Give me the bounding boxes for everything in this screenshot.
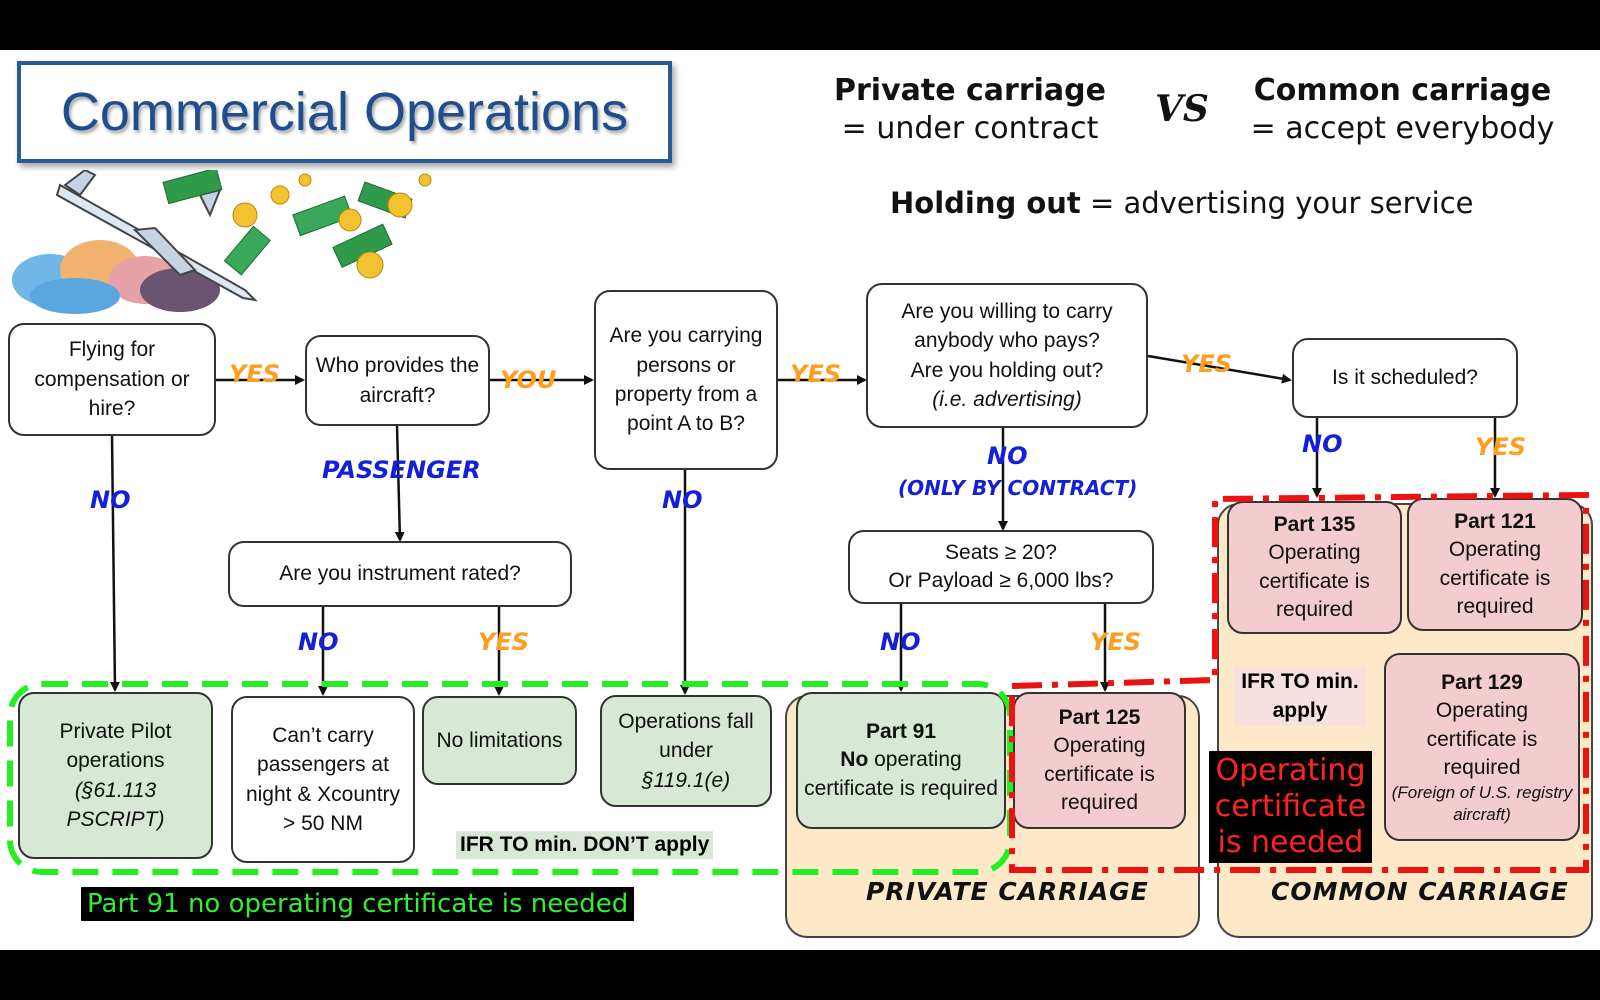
op-cert-needed-note: Operating certificate is needed <box>1209 751 1372 863</box>
question-holding-out-line3: (i.e. advertising) <box>932 387 1082 411</box>
common-carriage-def: Common carriage = accept everybody <box>1225 72 1580 147</box>
question-seats-line1: Seats ≥ 20? <box>945 540 1057 564</box>
jet-money-illustration <box>12 170 432 314</box>
outcome-part-91-title: Part 91 <box>865 719 937 743</box>
cloud-icon <box>12 240 220 314</box>
outcome-cant-carry: Can’t carry passengers at night & Xcount… <box>231 696 415 863</box>
edge-only-by-contract: (ONLY BY CONTRACT) <box>898 476 1138 500</box>
edge-no-6: NO <box>1302 430 1343 458</box>
question-seats-payload: Seats ≥ 20? Or Payload ≥ 6,000 lbs? <box>848 530 1154 604</box>
outcome-no-limitations: No limitations <box>422 696 577 785</box>
outcome-part-121: Part 121 Operating certificate is requir… <box>1407 498 1583 631</box>
private-carriage-region-label: PRIVATE CARRIAGE <box>866 877 1149 906</box>
outcome-part-91: Part 91 No operating certificate is requ… <box>796 692 1006 829</box>
edge-yes-5: YES <box>1090 628 1142 656</box>
common-carriage-region-label: COMMON CARRIAGE <box>1271 877 1569 906</box>
outcome-part-135-title: Part 135 <box>1273 512 1356 536</box>
title-box: Commercial Operations <box>17 61 672 163</box>
edge-passenger: PASSENGER <box>322 456 481 484</box>
outcome-private-pilot-line1: Private Pilot operations <box>59 719 172 773</box>
outcome-part-129: Part 129 Operating certificate is requir… <box>1384 653 1580 841</box>
edge-yes-4: YES <box>478 628 530 656</box>
question-carrying: Are you carrying persons or property fro… <box>594 290 778 470</box>
private-carriage-meaning: = under contract <box>841 110 1099 146</box>
common-carriage-label: Common carriage <box>1253 73 1552 108</box>
connector-lines <box>109 354 1500 696</box>
ifr-apply-note: IFR TO min. apply <box>1234 667 1366 726</box>
question-instrument-rated: Are you instrument rated? <box>228 541 572 607</box>
ifr-dont-apply-note: IFR TO min. DON’T apply <box>456 831 714 859</box>
edge-yes-2: YES <box>790 360 842 388</box>
question-aircraft-provider-text: Who provides the aircraft? <box>315 354 480 407</box>
outcome-private-pilot-line2: (§61.113 PSCRIPT) <box>66 778 165 831</box>
red-dashed-boundary <box>1009 491 1589 873</box>
outcome-part-129-title: Part 129 <box>1441 671 1523 695</box>
outcome-private-pilot: Private Pilot operations (§61.113 PSCRIP… <box>18 692 213 859</box>
outcome-cant-carry-text: Can’t carry passengers at night & Xcount… <box>245 723 401 835</box>
edge-no-1: NO <box>90 486 131 514</box>
private-carriage-label: Private carriage <box>834 73 1106 108</box>
outcome-ops-119-line2: §119.1(e) <box>641 768 731 792</box>
diagram-canvas: Commercial Operations Private carriage =… <box>0 50 1600 950</box>
outcome-part-129-body: Operating certificate is required <box>1426 699 1538 780</box>
question-compensation-text: Flying for compensation or hire? <box>34 338 190 421</box>
question-scheduled: Is it scheduled? <box>1292 338 1518 418</box>
private-carriage-def: Private carriage = under contract <box>800 72 1140 147</box>
edge-no-3: NO <box>987 442 1028 470</box>
question-holding-out-line1: Are you willing to carry anybody who pay… <box>901 299 1113 353</box>
outcome-part-121-title: Part 121 <box>1454 509 1536 533</box>
edge-yes-1: YES <box>229 360 281 388</box>
edge-no-2: NO <box>662 486 703 514</box>
outcome-part-135-body: Operating certificate is required <box>1259 541 1370 621</box>
common-carriage-meaning: = accept everybody <box>1250 110 1555 146</box>
outcome-part-91-body: No operating certificate is required <box>802 746 1000 803</box>
outcome-part-125-title: Part 125 <box>1058 705 1141 729</box>
vs-label: VS <box>1155 88 1209 130</box>
outcome-part-125-body: Operating certificate is required <box>1044 734 1155 814</box>
outcome-no-limitations-text: No limitations <box>436 728 563 752</box>
outcome-part-129-note: (Foreign of U.S. registry aircraft) <box>1391 783 1573 824</box>
holding-out-def: Holding out = advertising your service <box>890 186 1474 220</box>
edge-no-4: NO <box>298 628 339 656</box>
page-title: Commercial Operations <box>60 82 629 142</box>
edge-yes-6: YES <box>1475 433 1527 461</box>
outcome-part-91-no: No <box>840 748 869 772</box>
question-carrying-text: Are you carrying persons or property fro… <box>609 324 763 436</box>
question-instrument-rated-text: Are you instrument rated? <box>279 562 521 586</box>
money-icon <box>162 170 432 279</box>
outcome-part-121-body: Operating certificate is required <box>1439 538 1551 618</box>
dashed-overlays <box>7 491 1589 875</box>
outcome-part-125: Part 125 Operating certificate is requir… <box>1013 692 1186 829</box>
outcome-ops-119: Operations fall under §119.1(e) <box>600 695 772 807</box>
outcome-part-135: Part 135 Operating certificate is requir… <box>1227 501 1402 634</box>
edge-no-5: NO <box>880 628 921 656</box>
edge-yes-3: YES <box>1181 350 1233 378</box>
part91-banner: Part 91 no operating certificate is need… <box>81 887 635 921</box>
question-scheduled-text: Is it scheduled? <box>1332 366 1478 390</box>
question-holding-out: Are you willing to carry anybody who pay… <box>866 283 1148 428</box>
outcome-ops-119-line1: Operations fall under <box>618 709 754 763</box>
outcome-part-91-rest: operating certificate is required <box>804 748 998 800</box>
question-aircraft-provider: Who provides the aircraft? <box>305 335 490 426</box>
question-seats-line2: Or Payload ≥ 6,000 lbs? <box>888 569 1114 592</box>
holding-out-term: Holding out <box>890 186 1081 220</box>
holding-out-meaning: = advertising your service <box>1080 186 1474 220</box>
edge-you: YOU <box>500 366 557 394</box>
airplane-icon <box>55 170 258 302</box>
question-compensation: Flying for compensation or hire? <box>8 323 216 436</box>
question-holding-out-line2: Are you holding out? <box>910 358 1104 382</box>
